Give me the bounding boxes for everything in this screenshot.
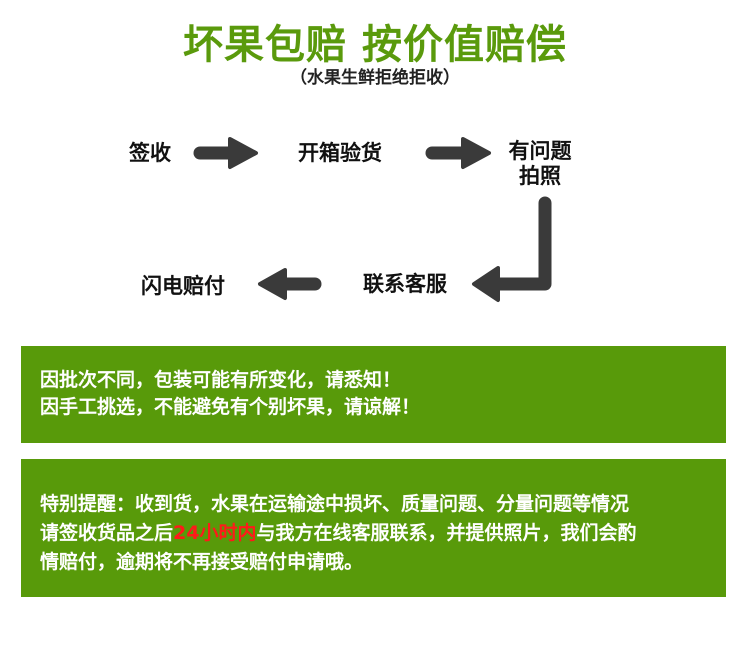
arrow-right-icon xyxy=(425,137,491,169)
arrow-left-icon xyxy=(258,268,322,300)
page-subtitle: （水果生鲜拒绝拒收） xyxy=(290,68,460,88)
notice-line: 因批次不同，包装可能有所变化，请悉知！ xyxy=(40,369,402,391)
step-contact: 联系客服 xyxy=(363,272,447,296)
arrow-down-left-icon xyxy=(472,196,552,302)
reminder-box: 特别提醒：收到货，水果在运输途中损坏、质量问题、分量问题等情况 请签收货品之后2… xyxy=(21,459,726,597)
reminder-deadline: 24小时内 xyxy=(173,522,257,544)
reminder-line: 请签收货品之后24小时内与我方在线客服联系，并提供照片，我们会酌 xyxy=(40,519,726,548)
reminder-text: 与我方在线客服联系，并提供照片，我们会酌 xyxy=(256,522,637,544)
step-photo: 拍照 xyxy=(519,164,561,188)
step-sign: 签收 xyxy=(129,141,171,165)
notice-box: 因批次不同，包装可能有所变化，请悉知！ 因手工挑选，不能避免有个别坏果，请谅解！ xyxy=(21,346,726,443)
step-problem: 有问题 xyxy=(508,139,572,163)
page-title: 坏果包赔 按价值赔偿 xyxy=(183,22,567,68)
reminder-text: 请签收货品之后 xyxy=(40,522,174,544)
step-compensate: 闪电赔付 xyxy=(141,274,225,298)
step-unbox: 开箱验货 xyxy=(298,141,382,165)
notice-line: 因手工挑选，不能避免有个别坏果，请谅解！ xyxy=(40,396,421,418)
reminder-line: 特别提醒：收到货，水果在运输途中损坏、质量问题、分量问题等情况 xyxy=(40,493,630,515)
reminder-line: 情赔付，逾期将不再接受赔付申请哦。 xyxy=(40,551,364,573)
arrow-right-icon xyxy=(193,137,258,169)
